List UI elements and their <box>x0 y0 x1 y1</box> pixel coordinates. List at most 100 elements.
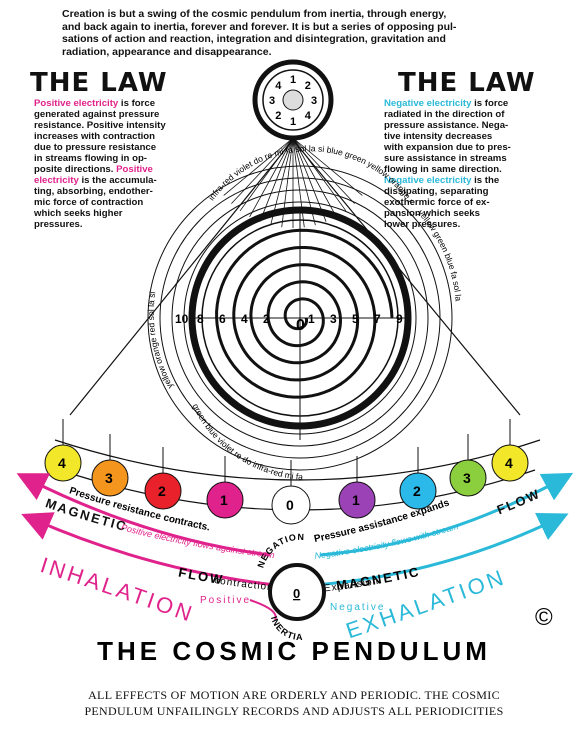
law-line: mic force of contraction <box>34 197 166 208</box>
law-line-text: sure assistance in streams <box>384 153 507 164</box>
clock-number: 4 <box>305 110 312 122</box>
spectrum-top-path: infra-red violet do re mi fa sol la si b… <box>0 0 416 205</box>
law-line: pressure assistance. Nega- <box>384 120 511 131</box>
law-line: exothermic force of ex- <box>384 197 511 208</box>
ray-line <box>223 137 294 196</box>
law-line-highlight: is force <box>471 98 509 109</box>
element-sphere: 3 <box>449 434 487 497</box>
clock-number: 1 <box>290 116 296 128</box>
clock-number: 3 <box>311 95 317 107</box>
intro-line: radiation, appearance and disappearance. <box>62 45 272 58</box>
caption-line-1: ALL EFFECTS OF MOTION ARE ORDERLY AND PE… <box>88 688 500 702</box>
law-line: resistance. Positive intensity <box>34 120 166 131</box>
law-line: pansion which seeks <box>384 208 511 219</box>
ray-line <box>292 137 363 196</box>
ray-line <box>292 137 327 222</box>
law-line: sure assistance in streams <box>384 153 511 164</box>
clock-number: 4 <box>275 80 282 92</box>
clock-number: 3 <box>269 95 275 107</box>
inertia-zero-label: 0 <box>293 586 300 601</box>
law-line-highlight: is the <box>471 175 500 186</box>
spiral-number: 3 <box>330 312 337 326</box>
law-line: tive intensity decreases <box>384 131 511 142</box>
spiral-number: 5 <box>352 312 359 326</box>
copyright-mark: © <box>535 604 553 631</box>
law-line: ting, absorbing, endother- <box>34 186 166 197</box>
law-line-text: dissipating, separating <box>384 186 489 197</box>
law-line-text: pansion which seeks <box>384 208 480 219</box>
law-line-text: Negative electricity <box>384 98 472 109</box>
sphere-body <box>399 472 437 510</box>
law-line-text: electricity <box>34 175 79 186</box>
spiral-number: 2 <box>263 312 270 326</box>
triangle-frame <box>69 139 521 416</box>
law-line-text: radiated in the direction of <box>384 109 505 120</box>
clock-number: 1 <box>290 74 296 86</box>
law-line-highlight: Positive <box>113 164 153 175</box>
sphere-label: 4 <box>58 455 66 471</box>
law-line-text: lower pressures. <box>384 219 461 230</box>
right-law-title: THE LAW <box>398 68 536 98</box>
clock-hub <box>282 89 304 111</box>
law-line-text: Negative electricity <box>384 175 472 186</box>
law-line: posite directions. Positive <box>34 164 166 175</box>
inertia-sphere: 0 <box>268 563 326 621</box>
law-line: due to pressure resistance <box>34 142 166 153</box>
sphere-body <box>144 472 182 510</box>
law-line-text: Positive electricity <box>34 98 119 109</box>
spiral-number: 1 <box>308 312 315 326</box>
law-line: flowing in same direction. <box>384 164 511 175</box>
sphere-body <box>91 459 129 497</box>
spiral-number: 10 <box>175 312 189 326</box>
law-line-text: in streams flowing in op- <box>34 153 147 164</box>
law-line: dissipating, separating <box>384 186 511 197</box>
intro-line: sations of action and reaction, integrat… <box>62 33 446 46</box>
law-line: Positive electricity is force <box>34 98 166 109</box>
spiral-number: 7 <box>374 312 381 326</box>
element-sphere: 3 <box>91 434 129 497</box>
inhalation-label: INHALATION <box>37 552 197 627</box>
sphere-label: 1 <box>352 492 360 508</box>
law-line: Negative electricity is the <box>384 175 511 186</box>
sphere-body <box>271 485 311 525</box>
ray-line <box>292 137 337 218</box>
negative-arrow-upper <box>319 472 574 557</box>
law-line-text: pressures. <box>34 219 83 230</box>
law-line: electricity is the accumula- <box>34 175 166 186</box>
ray-line <box>292 137 355 204</box>
positive-arrow-lower <box>21 512 276 587</box>
outer-ring <box>147 165 453 471</box>
right-flow-text: FLOW <box>495 486 541 518</box>
element-sphere: 2 <box>144 447 182 510</box>
spiral-number: 9 <box>396 312 403 326</box>
inertia-ring <box>268 563 326 621</box>
spectrum-top-label: infra-red violet do re mi fa sol la si b… <box>0 0 416 205</box>
intro-line: Creation is but a swing of the cosmic pe… <box>62 8 447 20</box>
ring-2 <box>159 177 441 459</box>
negative-flow-arrows <box>314 472 574 587</box>
triangle-right-edge <box>292 139 521 416</box>
center-zero-label: 0 <box>296 317 305 334</box>
triangle-left-edge <box>69 139 294 416</box>
intro-text: Creation is but a swing of the cosmic pe… <box>62 8 562 58</box>
element-sphere: 1 <box>338 456 376 519</box>
spectrum-right-path: yellow green blue fa sol la <box>416 208 464 302</box>
positive-arrow-upper <box>16 473 271 557</box>
clock-number: 2 <box>275 110 281 122</box>
law-line-text: generated against pressure <box>34 109 160 120</box>
law-line-text: tive intensity decreases <box>384 131 493 142</box>
negative-arrow-lower <box>314 512 569 587</box>
element-sphere: 4 <box>491 419 529 482</box>
positive-arrow-inner <box>249 599 277 621</box>
element-sphere: 1 <box>206 456 244 519</box>
band-upper-line <box>54 439 541 481</box>
right-flow-label: FLOW <box>495 486 543 518</box>
ray-line <box>249 137 294 218</box>
law-line: increases with contraction <box>34 131 166 142</box>
sphere-body <box>44 444 82 482</box>
